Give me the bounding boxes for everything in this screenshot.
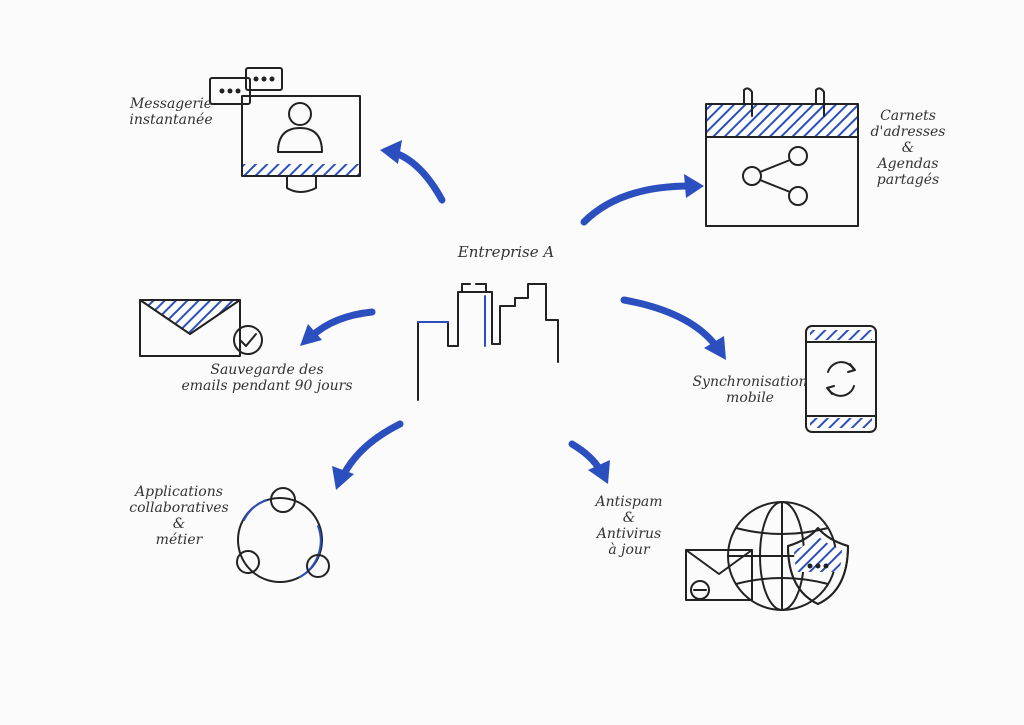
node-label-sauvegarde: Sauvegarde des emails pendant 90 jours [181,362,353,394]
phone-sync-icon [805,325,877,433]
arrow-to-synchro [620,296,726,360]
envelope-check-icon [139,299,263,357]
node-label-applications: Applications collaboratives & métier [129,484,229,548]
arrow-to-carnets [580,174,704,226]
arrow-to-applications [332,420,404,490]
arrow-to-antispam [568,440,610,484]
node-label-antispam: Antispam & Antivirus à jour [595,494,663,558]
collaboration-circle-icon [236,487,330,583]
node-label-messagerie: Messagerie instantanée [129,96,213,128]
monitor-user-chat-icon [209,67,361,193]
skyline-icon [417,283,559,401]
center-label: Entreprise A [457,243,555,261]
calendar-share-icon [705,87,859,227]
node-label-synchro: Synchronisation mobile [692,374,808,406]
arrow-to-messagerie [380,140,446,204]
node-label-carnets: Carnets d'adresses & Agendas partagés [870,108,946,188]
arrow-to-sauvegarde [300,308,376,346]
globe-shield-icon [685,501,849,611]
